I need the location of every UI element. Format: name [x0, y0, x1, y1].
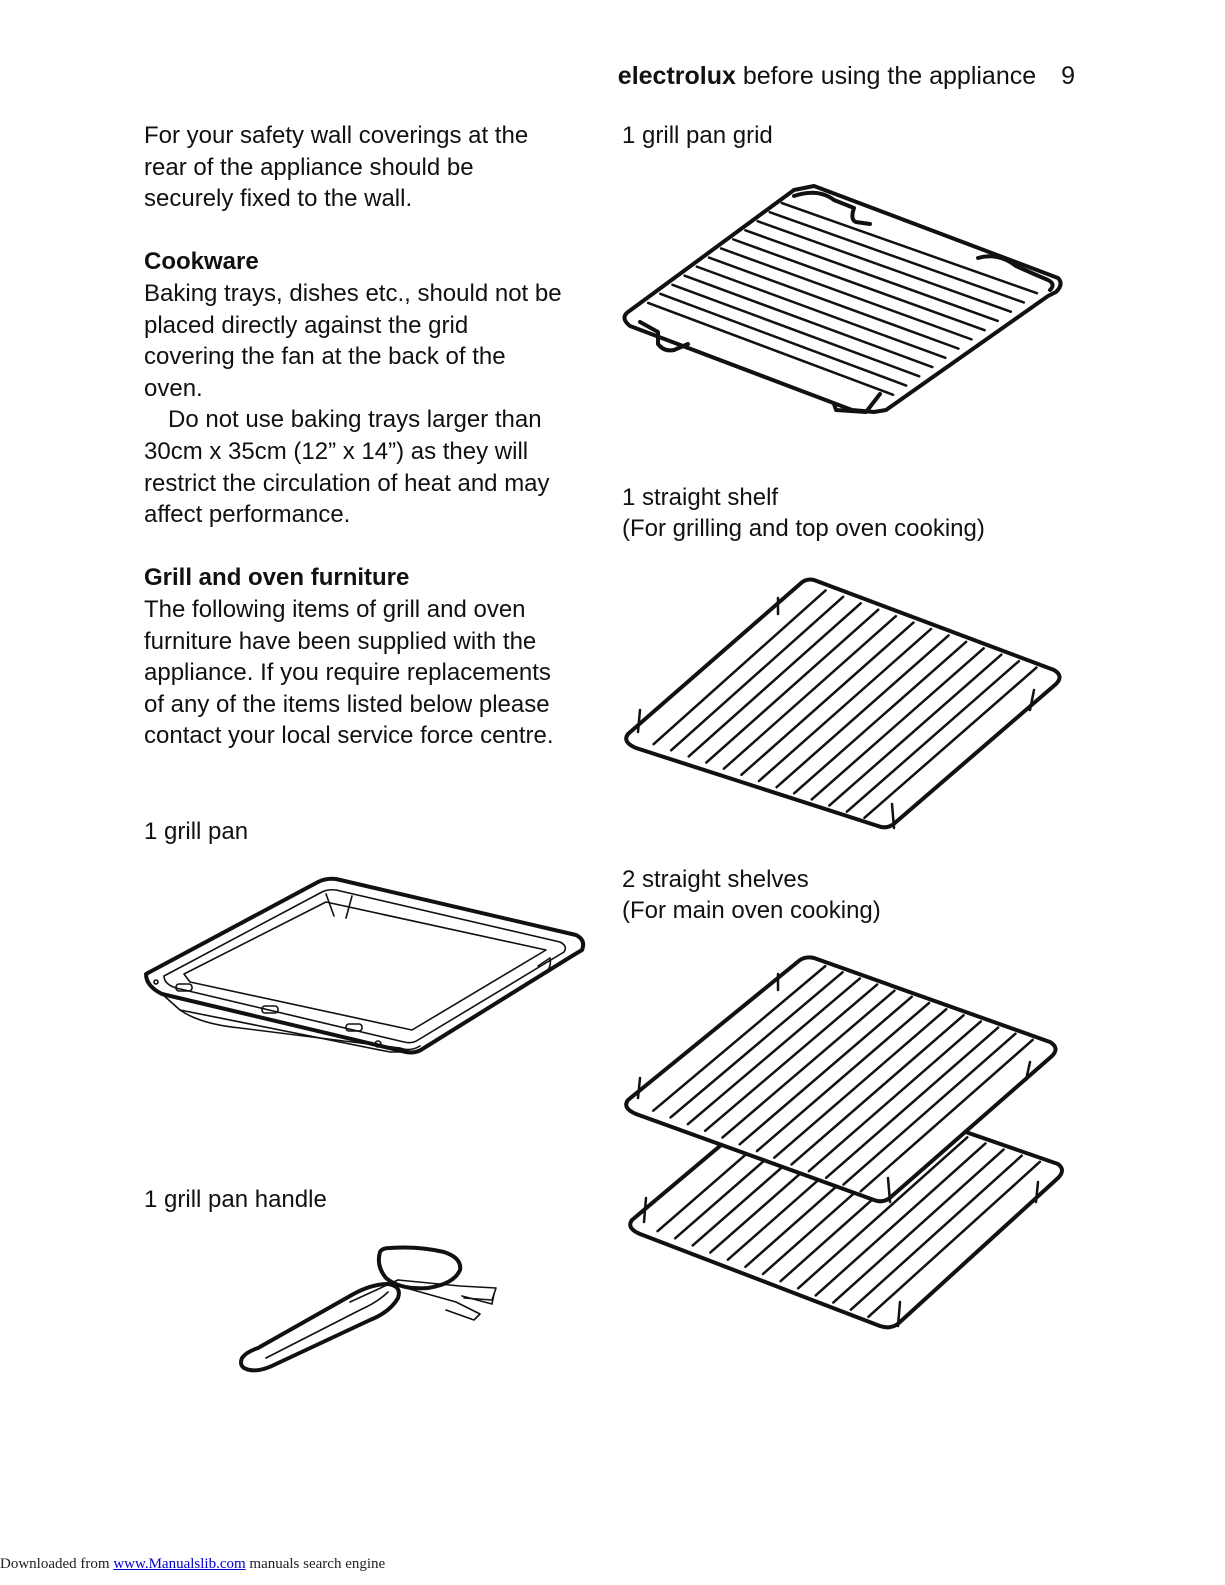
- page-number: 9: [1061, 62, 1075, 90]
- intro-line-1: For your safety wall coverings at the: [144, 122, 529, 149]
- page-header: electrolux before using the appliance 9: [618, 62, 1075, 91]
- rack-bar: [695, 265, 947, 360]
- straight-shelf-label: 1 straight shelf: [622, 484, 779, 511]
- rack-bar: [792, 640, 968, 795]
- rack-bar: [775, 634, 950, 789]
- brand-name: electrolux: [617, 62, 736, 90]
- rack-bar: [722, 614, 898, 770]
- rack-bar: [849, 1154, 1023, 1311]
- rack-bar: [859, 1038, 1034, 1193]
- straight-shelf-illustration: [624, 577, 1062, 830]
- intro-line-3: securely fixed to the wall.: [144, 185, 413, 213]
- straight-shelves-illustration: [624, 955, 1064, 1330]
- section-title: before using the appliance: [742, 62, 1037, 90]
- rack-bar: [738, 995, 913, 1146]
- grill-pan-handle-label: 1 grill pan handle: [144, 1186, 327, 1213]
- cookware-p2-line-1: Do not use baking trays larger than: [168, 406, 542, 434]
- rack-bar: [669, 595, 845, 752]
- rack-bar: [721, 989, 896, 1139]
- rack-bar: [687, 602, 862, 758]
- rack-bar: [686, 977, 862, 1126]
- footer-prefix: Downloaded from: [0, 1556, 114, 1572]
- rack-bar: [671, 283, 921, 378]
- rack-bar: [814, 1142, 987, 1297]
- grill-pan-label: 1 grill pan: [144, 818, 249, 845]
- rack-bar: [790, 1014, 965, 1166]
- rack-bar: [652, 964, 827, 1112]
- intro-line-2: rear of the appliance should be: [144, 153, 474, 181]
- rack-bar: [683, 274, 934, 369]
- cookware-p1-line-2: placed directly against the grid: [144, 311, 469, 339]
- rack-bar: [705, 608, 880, 764]
- furniture-line-3: appliance. If you require replacements: [144, 659, 551, 687]
- rack-bar: [796, 1136, 969, 1290]
- rack-bar: [646, 301, 895, 397]
- furniture-line-5: contact your local service force centre.: [144, 722, 554, 750]
- grill-pan-illustration: [144, 876, 586, 1055]
- rack-bar: [810, 647, 985, 801]
- rack-bar: [828, 653, 1003, 807]
- furniture-line-1: The following items of grill and oven: [144, 595, 526, 623]
- cookware-p2-line-4: affect performance.: [144, 501, 351, 529]
- furniture-line-4: of any of the items listed below please: [144, 690, 550, 718]
- rack-bar: [659, 292, 908, 387]
- rack-bar: [845, 659, 1021, 813]
- rack-bar: [757, 627, 933, 783]
- straight-shelves-note: (For main oven cooking): [622, 897, 881, 924]
- rack-bar: [832, 1148, 1005, 1304]
- left-column: For your safety wall coverings at the re…: [144, 120, 614, 752]
- grill-pan-grid-illustration: [622, 184, 1063, 414]
- rack-bar: [744, 229, 999, 323]
- rack-bar: [755, 1001, 931, 1153]
- rack-bar: [756, 219, 1013, 313]
- grill-pan-grid-label: 1 grill pan grid: [622, 122, 773, 149]
- rack-bar: [842, 1032, 1017, 1186]
- rack-bar: [707, 256, 960, 350]
- rack-bar: [740, 621, 915, 777]
- furniture-line-2: furniture have been supplied with the: [144, 627, 537, 655]
- rack-bar: [768, 210, 1026, 304]
- straight-shelf-note: (For grilling and top oven cooking): [622, 515, 985, 542]
- cookware-p1-line-3: covering the fan at the back of the: [144, 343, 506, 371]
- cookware-p2-line-3: restrict the circulation of heat and may: [144, 469, 550, 497]
- rack-bar: [824, 1026, 1000, 1180]
- rack-bar: [719, 247, 973, 341]
- manualslib-link[interactable]: www.Manualslib.com: [113, 1556, 246, 1572]
- rack-bar: [863, 666, 1038, 820]
- upper-shelf: [624, 955, 1058, 1204]
- cookware-p1-line-4: oven.: [144, 374, 203, 402]
- cookware-p1-line-1: Baking trays, dishes etc., should not be: [144, 279, 562, 307]
- furniture-heading: Grill and oven furniture: [144, 564, 410, 592]
- rack-bar: [669, 971, 844, 1119]
- rack-bar: [773, 1007, 948, 1159]
- rack-bar: [780, 201, 1039, 295]
- download-footer: Downloaded from www.Manualslib.com manua…: [0, 1556, 385, 1573]
- rack-bar: [807, 1020, 983, 1173]
- cookware-heading: Cookware: [144, 248, 259, 276]
- grill-pan-handle-illustration: [239, 1245, 497, 1373]
- straight-shelves-label: 2 straight shelves: [622, 866, 809, 893]
- footer-suffix: manuals search engine: [245, 1556, 386, 1572]
- cookware-p2-line-2: 30cm x 35cm (12” x 14”) as they will: [144, 437, 529, 465]
- rack-bar: [703, 983, 879, 1133]
- rack-bar: [652, 589, 827, 746]
- rack-bar: [867, 1160, 1042, 1319]
- rack-bar: [731, 238, 986, 332]
